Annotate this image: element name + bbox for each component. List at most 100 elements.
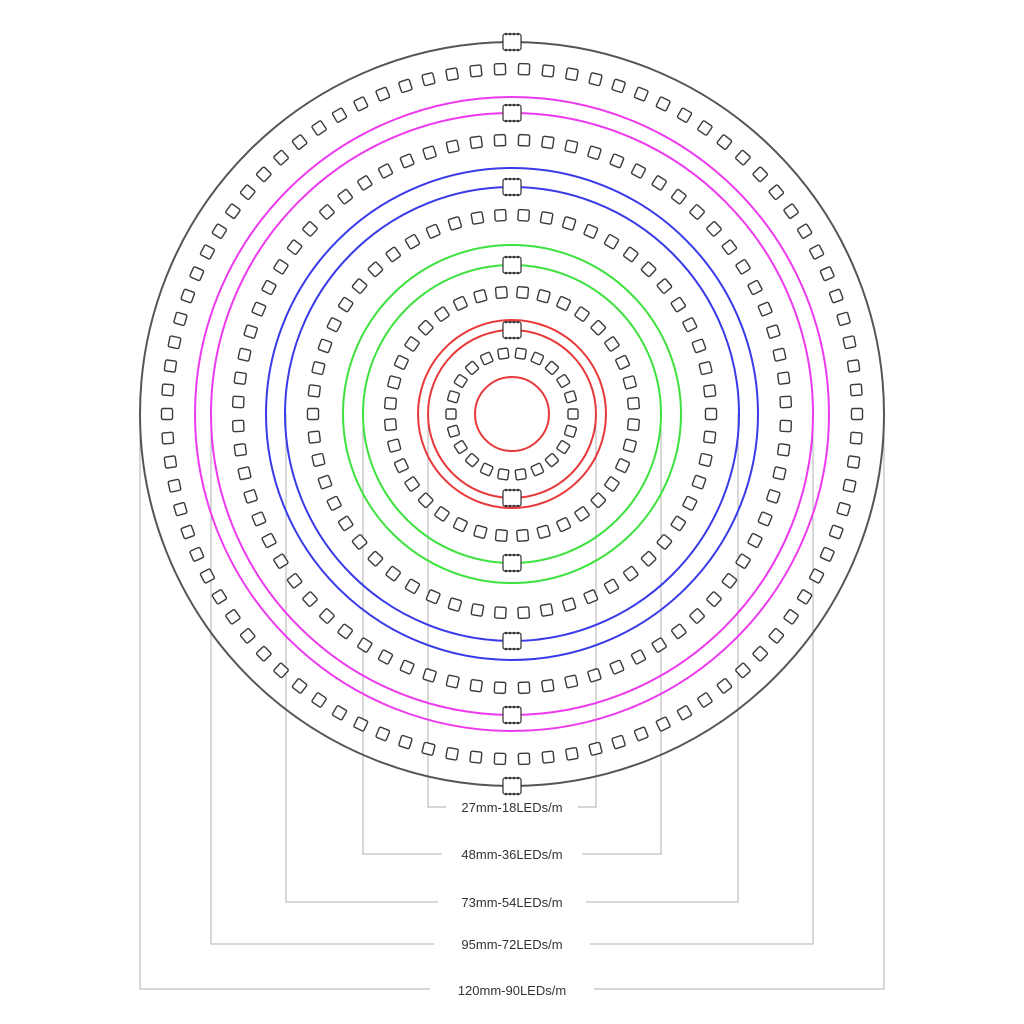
ring-3-label: 73mm-54LEDs/m [461,895,562,910]
led-chip [670,296,687,313]
led-chip [273,553,289,569]
led-chip [698,361,713,376]
led-chip [766,324,781,339]
led-chip [752,166,769,183]
led-chip [317,338,333,354]
led-chip [494,528,508,543]
led-chip [255,645,272,662]
led-chip [588,72,603,87]
led-chip [421,741,436,756]
led-chip [404,234,421,250]
led-chip [286,239,303,256]
led-chip [651,175,667,191]
ring-3-outer-edge [284,186,740,642]
led-chip [565,746,579,761]
led-chip [180,524,196,540]
ring-4-top-connector [502,103,522,123]
ring-2-dimension-line [362,414,662,855]
led-chip [231,395,245,409]
led-chip [544,452,560,468]
led-chip [819,266,835,282]
led-chip [375,86,391,102]
led-chip [326,317,342,333]
led-chip [393,354,409,370]
led-chip [752,645,769,662]
led-chip [375,726,391,742]
led-chip [225,609,241,625]
led-chip [337,296,354,313]
led-chip [469,750,483,764]
led-chip [233,443,247,457]
led-chip [452,295,468,311]
led-chip [273,259,289,275]
ring-2-label: 48mm-36LEDs/m [461,847,562,862]
led-chip [445,67,459,82]
led-chip [445,674,460,689]
ring-2-bottom-connector [502,553,522,573]
led-chip [417,319,434,336]
led-chip [383,396,398,410]
led-chip [493,606,507,620]
led-chip [704,407,718,421]
led-chip [497,347,510,360]
led-chip [541,750,555,764]
ring-5-bottom-connector [502,776,522,796]
led-chip [691,338,707,354]
led-chip [385,246,401,263]
led-chip [425,223,441,239]
led-chip [385,565,401,582]
led-chip [622,375,637,390]
led-chip [251,511,267,527]
led-chip [311,692,327,708]
led-chip [783,203,799,219]
led-chip [656,278,673,294]
led-chip [331,107,348,123]
led-chip [563,424,578,438]
led-chip [404,578,421,594]
led-chip [536,524,551,539]
led-chip [682,495,698,511]
led-chip [516,528,530,543]
led-chip [735,149,751,166]
led-chip [615,458,631,474]
ring-2-outer-edge [362,264,662,564]
led-chip [716,678,733,694]
led-chip [633,726,649,742]
led-ring-2 [362,255,662,573]
led-chip [237,466,252,481]
led-ring-3 [284,177,740,651]
led-chip [353,96,369,112]
led-chip [655,96,671,112]
led-chip [493,681,507,695]
led-chip [404,476,420,492]
led-chip [819,546,835,562]
led-chip [357,637,373,653]
led-chip [237,347,252,362]
ring-4-dimension-line [210,414,814,945]
led-chip [626,418,641,432]
led-ring-4 [210,103,814,725]
led-chip [622,438,637,453]
led-chip [828,288,844,304]
led-chip [517,606,531,620]
led-chip [603,578,620,594]
led-chip [445,746,459,761]
led-chip [747,279,763,296]
led-chip [682,317,698,333]
ring-2-inner-edge [417,319,607,509]
led-chip [689,608,705,624]
led-chip [583,589,599,605]
ring-5-label: 120mm-90LEDs/m [458,983,566,998]
led-chip [307,430,321,444]
led-chip [735,553,751,569]
ring-5-outer-edge [139,41,885,787]
led-chip [721,239,738,256]
led-chip [351,278,368,294]
ring-5-top-connector [502,32,522,52]
ring-4-outer-edge [210,112,814,716]
led-chip [421,72,436,87]
led-chip [211,223,228,239]
led-chip [291,678,308,694]
led-chip [574,306,590,322]
